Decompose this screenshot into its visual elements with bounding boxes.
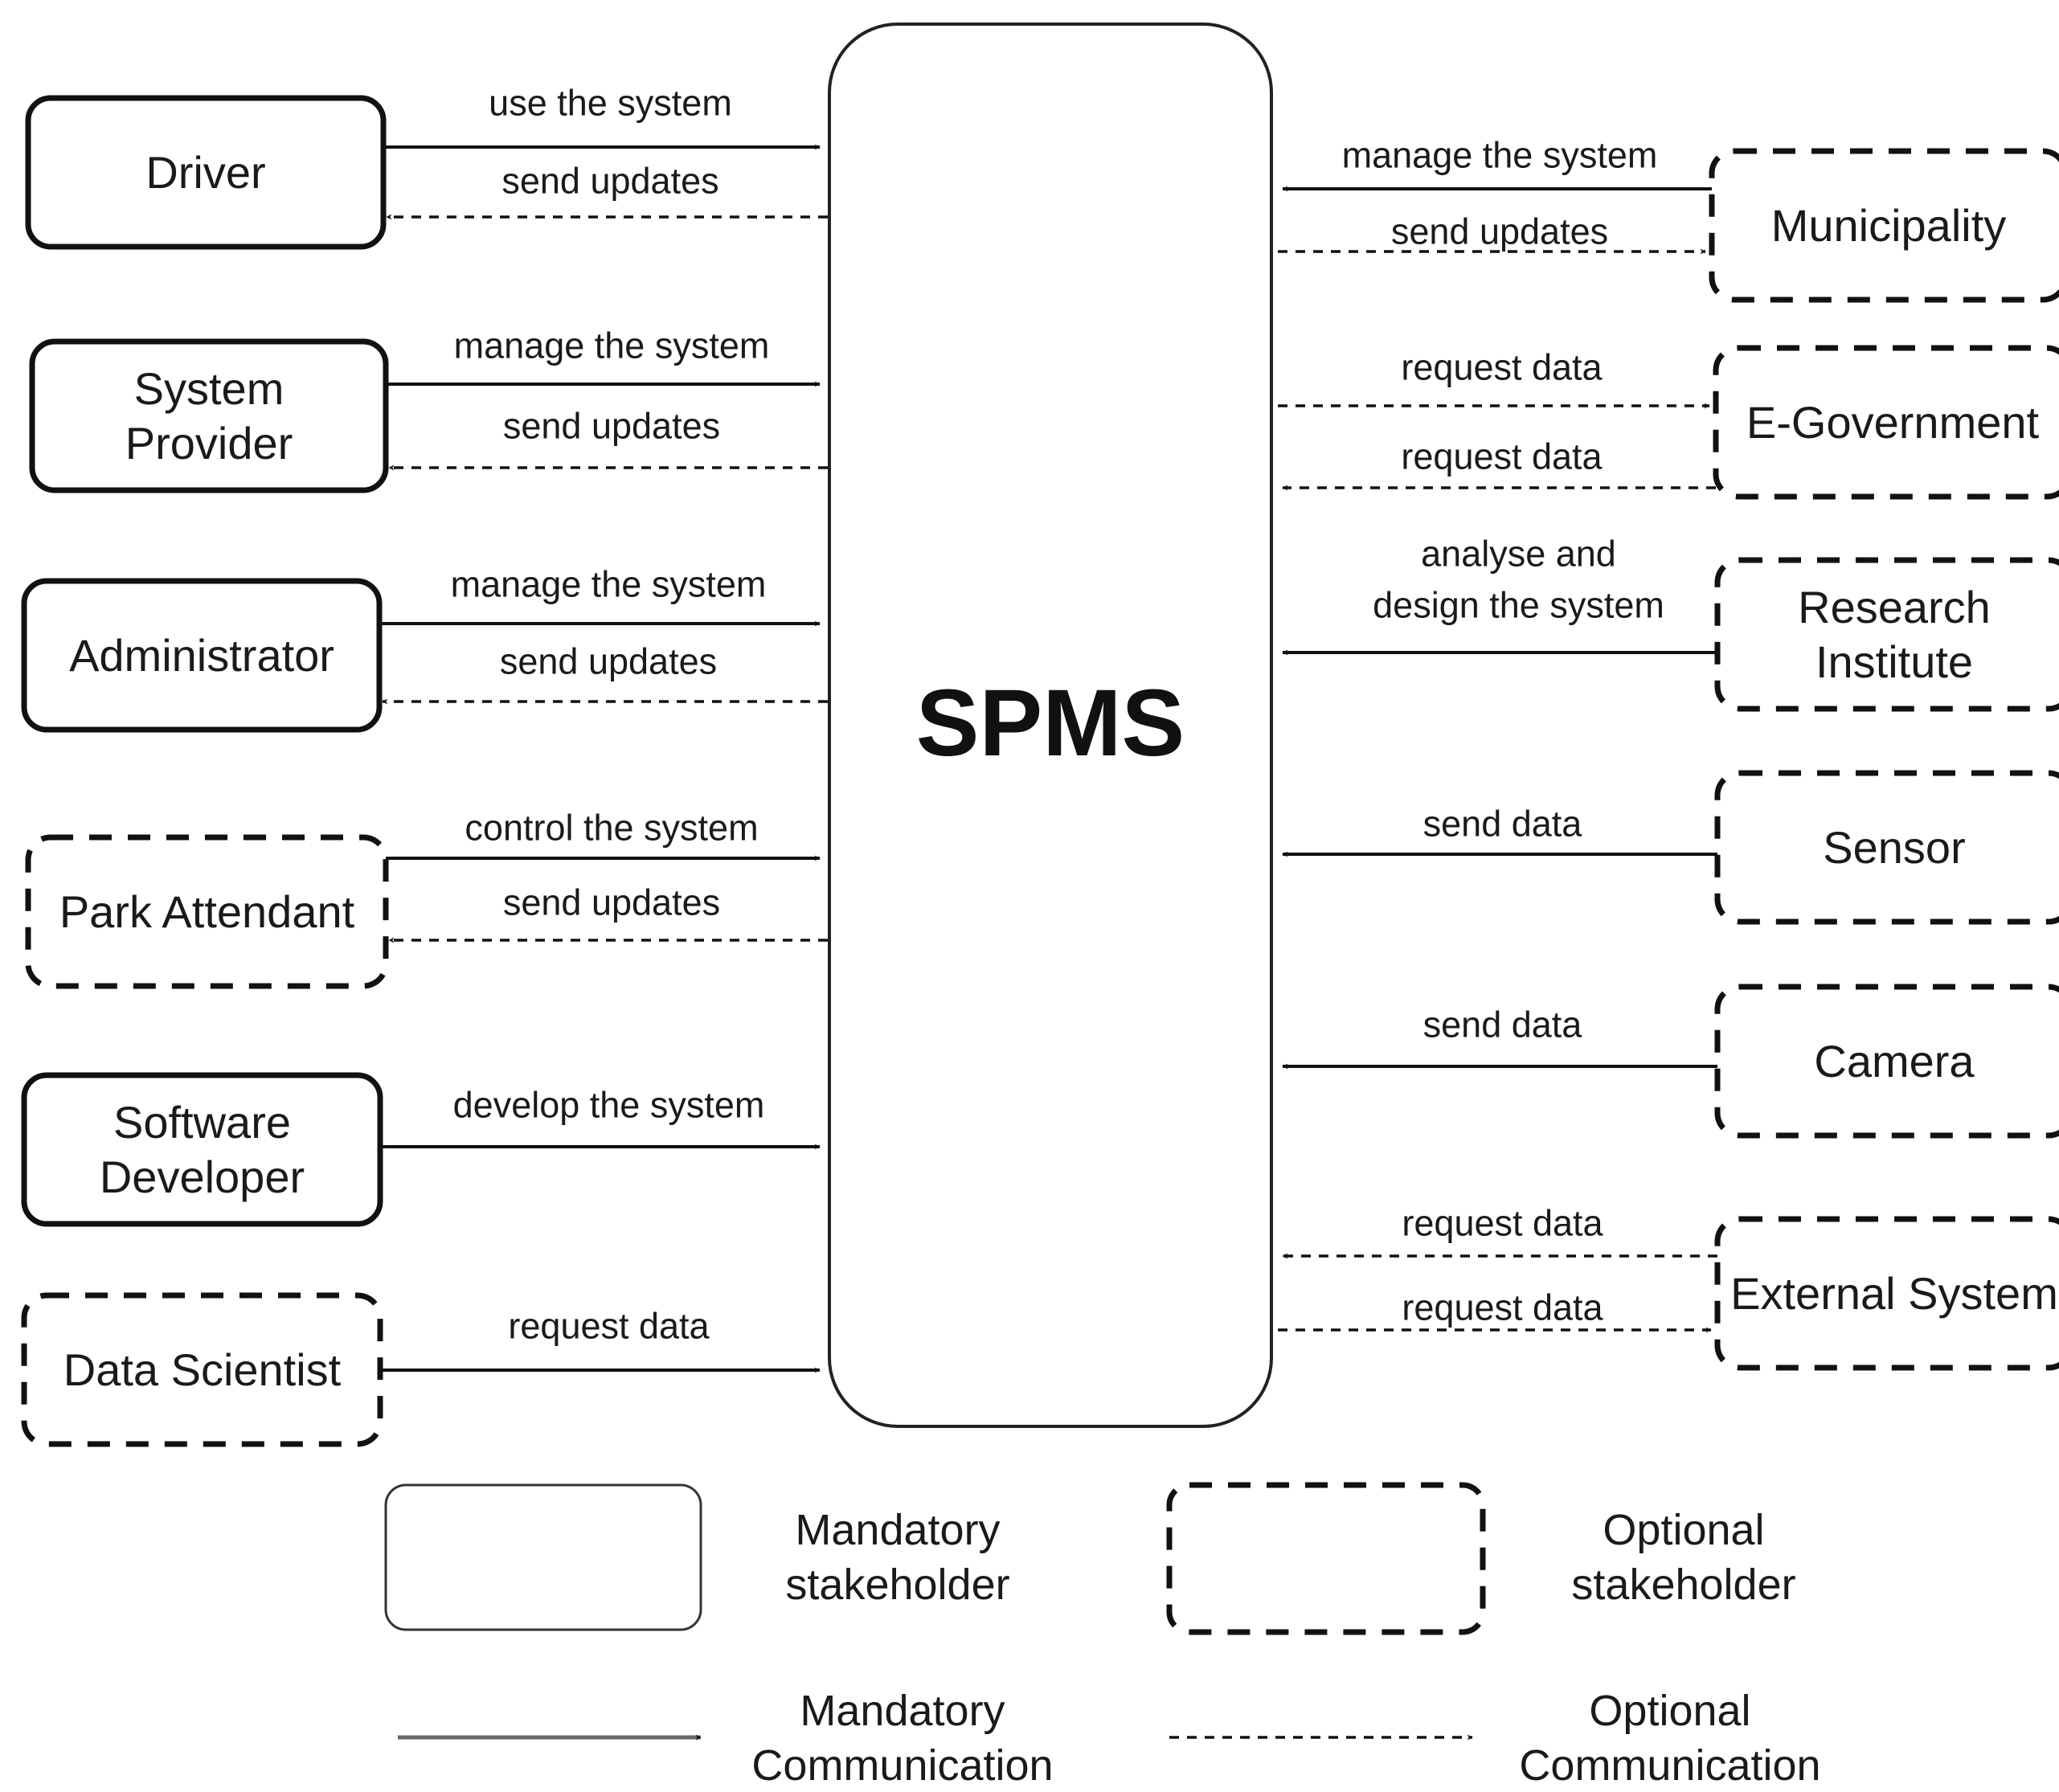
- legend-optional-stakeholder-swatch: [1166, 1482, 1486, 1635]
- administrator-box: [21, 578, 383, 733]
- software-developer-box: [21, 1072, 383, 1227]
- camera-edge-label: send data: [1423, 1004, 1583, 1045]
- edges: use the system send updates manage the sys…: [379, 83, 1717, 1373]
- driver-label: Driver: [145, 147, 265, 198]
- stakeholder-municipality[interactable]: Municipality: [1709, 148, 2059, 303]
- administrator-edge-label: send updates: [500, 641, 717, 682]
- stakeholder-driver[interactable]: Driver: [25, 95, 387, 250]
- system-provider-edge-label: send updates: [503, 406, 720, 447]
- driver-box: [25, 95, 387, 250]
- system-provider-box: [29, 338, 389, 493]
- research-institute-box: [1714, 557, 2059, 712]
- stakeholder-camera[interactable]: Camera: [1714, 984, 2059, 1139]
- data-scientist-box: [21, 1292, 383, 1447]
- data-scientist-label: Data Scientist: [63, 1344, 342, 1395]
- legend-mandatory-stakeholder-swatch: [384, 1483, 702, 1631]
- system-provider-edge-label: manage the system: [454, 325, 770, 366]
- external-system-edge-label: request data: [1402, 1287, 1603, 1328]
- stakeholder-data-scientist[interactable]: Data Scientist: [21, 1292, 383, 1447]
- system-block: SPMS: [828, 23, 1273, 1428]
- external-system-box: [1714, 1216, 2059, 1371]
- external-system-edge-label: request data: [1402, 1203, 1603, 1244]
- software-developer-edge-label: develop the system: [453, 1085, 765, 1126]
- external-system-label: External System: [1730, 1268, 2058, 1319]
- stakeholder-external-system[interactable]: External System: [1714, 1216, 2059, 1371]
- system-title: SPMS: [916, 670, 1185, 776]
- park-attendant-edge-label: send updates: [503, 882, 720, 923]
- driver-edge-label: use the system: [489, 83, 732, 124]
- e-government-box: [1713, 345, 2059, 500]
- spms-system-box: [828, 23, 1273, 1428]
- stakeholder-sensor[interactable]: Sensor: [1714, 770, 2059, 925]
- driver-edge-label: send updates: [501, 161, 718, 202]
- municipality-label: Municipality: [1771, 200, 2007, 251]
- municipality-box: [1709, 148, 2059, 303]
- e-government-edge-label: request data: [1401, 347, 1603, 388]
- stakeholder-administrator[interactable]: Administrator: [21, 578, 383, 733]
- stakeholder-e-government[interactable]: E-Government: [1713, 345, 2059, 500]
- sensor-edge-label: send data: [1423, 804, 1583, 845]
- e-government-label: E-Government: [1746, 397, 2040, 448]
- administrator-label: Administrator: [69, 630, 334, 681]
- municipality-edge-label: manage the system: [1342, 135, 1658, 176]
- park-attendant-label: Park Attendant: [59, 886, 355, 937]
- park-attendant-edge-label: control the system: [465, 808, 758, 849]
- camera-label: Camera: [1814, 1036, 1975, 1086]
- park-attendant-box: [25, 834, 389, 989]
- camera-box: [1714, 984, 2059, 1139]
- e-government-edge-label: request data: [1401, 436, 1603, 477]
- administrator-edge-label: manage the system: [451, 564, 767, 605]
- stakeholder-park-attendant[interactable]: Park Attendant: [25, 834, 389, 989]
- sensor-box: [1714, 770, 2059, 925]
- sensor-label: Sensor: [1823, 822, 1965, 873]
- data-scientist-edge-label: request data: [508, 1306, 710, 1347]
- municipality-edge-label: send updates: [1391, 211, 1608, 252]
